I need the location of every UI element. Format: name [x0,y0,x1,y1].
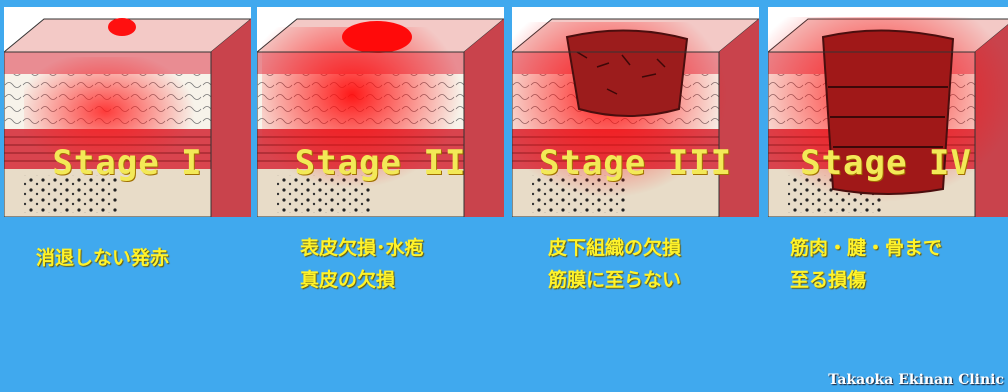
stage-4-label: Stage IV [764,143,1008,183]
stage-4-description-line-2: 至る損傷 [790,264,942,296]
stage-1-label: Stage I [4,143,251,183]
stage-1-description: 消退しない発赤 [36,242,169,274]
stage-1-illustration [4,7,251,217]
stage-2-description-line-1: 表皮欠損･水疱 [300,232,424,264]
stage-2-label: Stage II [257,143,504,183]
stage-4-description-line-1: 筋肉・腱・骨まで [790,232,942,264]
stage-1-description-line-1: 消退しない発赤 [36,242,169,274]
stage-4-panel: Stage IV [768,7,1008,217]
stage-1-panel: Stage I [4,7,251,217]
stage-3-description: 皮下組織の欠損 筋膜に至らない [548,232,681,296]
stage-2-description: 表皮欠損･水疱 真皮の欠損 [300,232,424,296]
stage-4-illustration [768,7,1008,217]
stage-2-description-line-2: 真皮の欠損 [300,264,424,296]
stage-3-description-line-2: 筋膜に至らない [548,264,681,296]
stage-3-illustration [512,7,759,217]
clinic-credit: Takaoka Ekinan Clinic [828,372,1004,388]
stage-2-illustration [257,7,504,217]
stage-3-description-line-1: 皮下組織の欠損 [548,232,681,264]
stage-4-description: 筋肉・腱・骨まで 至る損傷 [790,232,942,296]
stage-3-panel: Stage III [512,7,759,217]
stage-2-panel: Stage II [257,7,504,217]
stage-3-label: Stage III [512,143,759,183]
